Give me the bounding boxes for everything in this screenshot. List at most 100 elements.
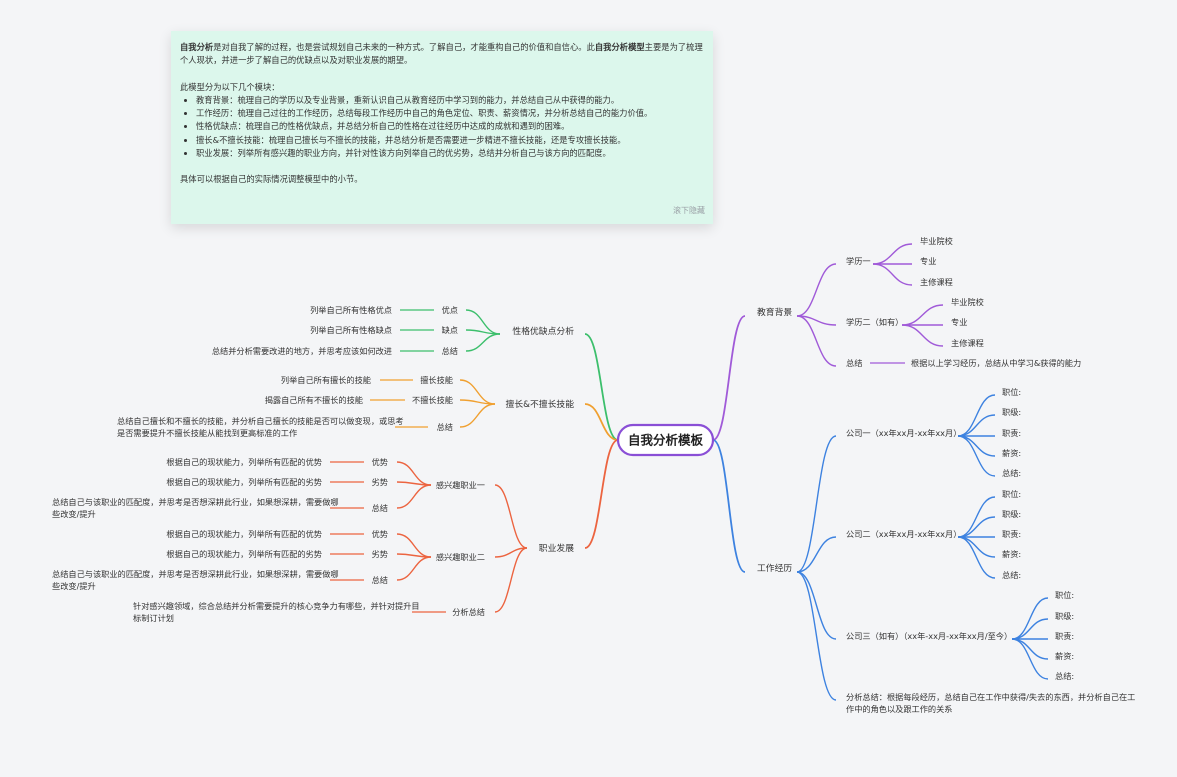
skills-detail[interactable]: 是否需要提升不擅长技能从能找到更高标准的工作 <box>117 428 297 438</box>
education-summary-node[interactable]: 总结 <box>846 358 862 368</box>
module-list: 教育背景：梳理自己的学历以及专业背景，重新认识自己从教育经历中学习到的能力，并总… <box>180 94 704 160</box>
connector-line <box>396 556 432 581</box>
company3-item[interactable]: 薪资: <box>1055 651 1074 661</box>
interest1-detail[interactable]: 些改变/提升 <box>52 509 96 519</box>
interest1-item[interactable]: 优势 <box>372 457 388 467</box>
degree2-node[interactable]: 学历二（如有） <box>846 317 903 327</box>
connector-line <box>494 484 528 549</box>
company2-item[interactable]: 职级: <box>1002 509 1021 519</box>
connector-line <box>901 304 944 326</box>
company1-node[interactable]: 公司一（xx年xx月-xx年xx月） <box>846 428 961 438</box>
interest2-item[interactable]: 劣势 <box>372 549 388 559</box>
interest1-node[interactable]: 感兴趣职业一 <box>436 480 485 490</box>
module-item: 工作经历：梳理自己过往的工作经历，总结每段工作经历中自己的角色定位、职责、薪资情… <box>196 107 704 120</box>
connector-line <box>957 435 996 477</box>
personality-item[interactable]: 总结 <box>442 346 458 356</box>
skills-node[interactable]: 擅长&不擅长技能 <box>506 398 575 410</box>
company1-item[interactable]: 薪资: <box>1002 448 1021 458</box>
personality-node[interactable]: 性格优缺点分析 <box>512 325 574 337</box>
company3-node[interactable]: 公司三（如有）（xx年-xx月-xx年xx月/至今） <box>846 631 1012 641</box>
company1-item[interactable]: 职级: <box>1002 407 1021 417</box>
connector-line <box>1011 638 1049 660</box>
company2-node[interactable]: 公司二（xx年xx月-xx年xx月） <box>846 529 961 539</box>
interest2-detail[interactable]: 根据自己的现状能力，列举所有匹配的劣势 <box>166 549 322 559</box>
company2-item[interactable]: 总结: <box>1002 570 1021 580</box>
company3-item[interactable]: 职责: <box>1055 631 1074 641</box>
interest2-node[interactable]: 感兴趣职业二 <box>436 552 485 562</box>
connector-line <box>957 536 996 579</box>
degree2-item[interactable]: 毕业院校 <box>951 297 984 307</box>
skills-detail[interactable]: 总结自己擅长和不擅长的技能，并分析自己擅长的技能是否可以做变现，或思考 <box>117 416 404 426</box>
work-summary-line[interactable]: 作中的角色以及跟工作的关系 <box>846 704 952 714</box>
connector-line <box>465 329 501 335</box>
interest2-detail[interactable]: 总结自己与该职业的匹配度，并思考是否想深耕此行业，如果想深耕，需要做哪 <box>52 569 339 579</box>
company2-item[interactable]: 职责: <box>1002 529 1021 539</box>
interest2-item[interactable]: 总结 <box>372 575 388 585</box>
mindmap-links <box>330 243 1049 701</box>
personality-item[interactable]: 缺点 <box>442 325 458 335</box>
connector-line <box>796 435 837 573</box>
skills-detail[interactable]: 揭露自己所有不擅长的技能 <box>265 395 363 405</box>
company1-item[interactable]: 总结: <box>1002 468 1021 478</box>
connector-line <box>584 439 619 549</box>
career-analysis-detail[interactable]: 针对感兴趣领域，综合总结并分析需要提升的核心竞争力有哪些，并针对提升目 <box>133 601 420 611</box>
connector-line <box>957 516 996 538</box>
personality-detail[interactable]: 总结并分析需要改进的地方，并思考应该如何改进 <box>212 346 392 356</box>
root-node-label[interactable]: 自我分析模板 <box>628 433 704 448</box>
education-summary-detail[interactable]: 根据以上学习经历，总结从中学习&获得的能力 <box>911 358 1081 368</box>
connector-line <box>459 403 496 428</box>
personality-detail[interactable]: 列举自己所有性格缺点 <box>310 325 392 335</box>
connector-line <box>901 324 944 347</box>
interest2-detail[interactable]: 根据自己的现状能力，列举所有匹配的优势 <box>166 529 322 539</box>
interest1-detail[interactable]: 根据自己的现状能力，列举所有匹配的劣势 <box>166 477 322 487</box>
connector-line <box>957 414 996 437</box>
degree2-item[interactable]: 主修课程 <box>951 338 984 348</box>
module-item: 性格优缺点：梳理自己的性格优缺点，并总结分析自己的性格在过往经历中达成的成就和遇… <box>196 120 704 133</box>
work-summary-line[interactable]: 分析总结：根据每段经历，总结自己在工作中获得/失去的东西，并分析自己在工 <box>846 692 1135 702</box>
skills-item[interactable]: 总结 <box>437 422 453 432</box>
connector-line <box>494 547 528 613</box>
company2-item[interactable]: 职位: <box>1002 489 1021 499</box>
interest1-detail[interactable]: 总结自己与该职业的匹配度，并思考是否想深耕此行业，如果想深耕，需要做哪 <box>52 497 339 507</box>
connector-line <box>584 333 619 441</box>
interest1-item[interactable]: 劣势 <box>372 477 388 487</box>
company1-item[interactable]: 职责: <box>1002 428 1021 438</box>
education-node[interactable]: 教育背景 <box>757 306 792 318</box>
company3-item[interactable]: 职位: <box>1055 590 1074 600</box>
career-node[interactable]: 职业发展 <box>539 542 574 554</box>
skills-item[interactable]: 不擅长技能 <box>412 395 453 405</box>
connector-line <box>957 536 996 558</box>
interest1-item[interactable]: 总结 <box>372 503 388 513</box>
personality-detail[interactable]: 列举自己所有性格优点 <box>310 305 392 315</box>
degree1-item[interactable]: 专业 <box>920 256 936 266</box>
degree2-item[interactable]: 专业 <box>951 317 967 327</box>
connector-line <box>796 571 837 701</box>
interest2-detail[interactable]: 些改变/提升 <box>52 581 96 591</box>
connector-line <box>796 315 837 367</box>
connector-line <box>796 536 837 573</box>
connector-line <box>465 333 501 352</box>
skills-item[interactable]: 擅长技能 <box>420 375 453 385</box>
degree1-item[interactable]: 毕业院校 <box>920 236 953 246</box>
degree1-node[interactable]: 学历一 <box>846 256 871 266</box>
work-node[interactable]: 工作经历 <box>757 562 792 574</box>
skills-detail[interactable]: 列举自己所有擅长的技能 <box>281 375 371 385</box>
intro-paragraph: 自我分析是对自我了解的过程，也是尝试规划自己未来的一种方式。了解自己，才能重构自… <box>180 42 703 66</box>
interest1-detail[interactable]: 根据自己的现状能力，列举所有匹配的优势 <box>166 457 322 467</box>
company3-item[interactable]: 职级: <box>1055 611 1074 621</box>
root-node-box[interactable] <box>616 423 715 457</box>
company3-item[interactable]: 总结: <box>1055 671 1074 681</box>
connector-line <box>712 439 746 573</box>
connector-line <box>396 484 432 509</box>
personality-item[interactable]: 优点 <box>442 305 458 315</box>
interest2-item[interactable]: 优势 <box>372 529 388 539</box>
hide-note-hint[interactable]: 滚下隐藏 <box>673 205 705 215</box>
company2-item[interactable]: 薪资: <box>1002 549 1021 559</box>
module-item: 职业发展：列举所有感兴趣的职业方向，并针对性该方向列举自己的优劣势，总结并分析自… <box>196 147 704 160</box>
degree1-item[interactable]: 主修课程 <box>920 277 953 287</box>
career-analysis-node[interactable]: 分析总结 <box>452 607 485 617</box>
company1-item[interactable]: 职位: <box>1002 387 1021 397</box>
career-analysis-detail[interactable]: 标制订计划 <box>133 613 174 623</box>
module-item: 教育背景：梳理自己的学历以及专业背景，重新认识自己从教育经历中学习到的能力，并总… <box>196 94 704 107</box>
